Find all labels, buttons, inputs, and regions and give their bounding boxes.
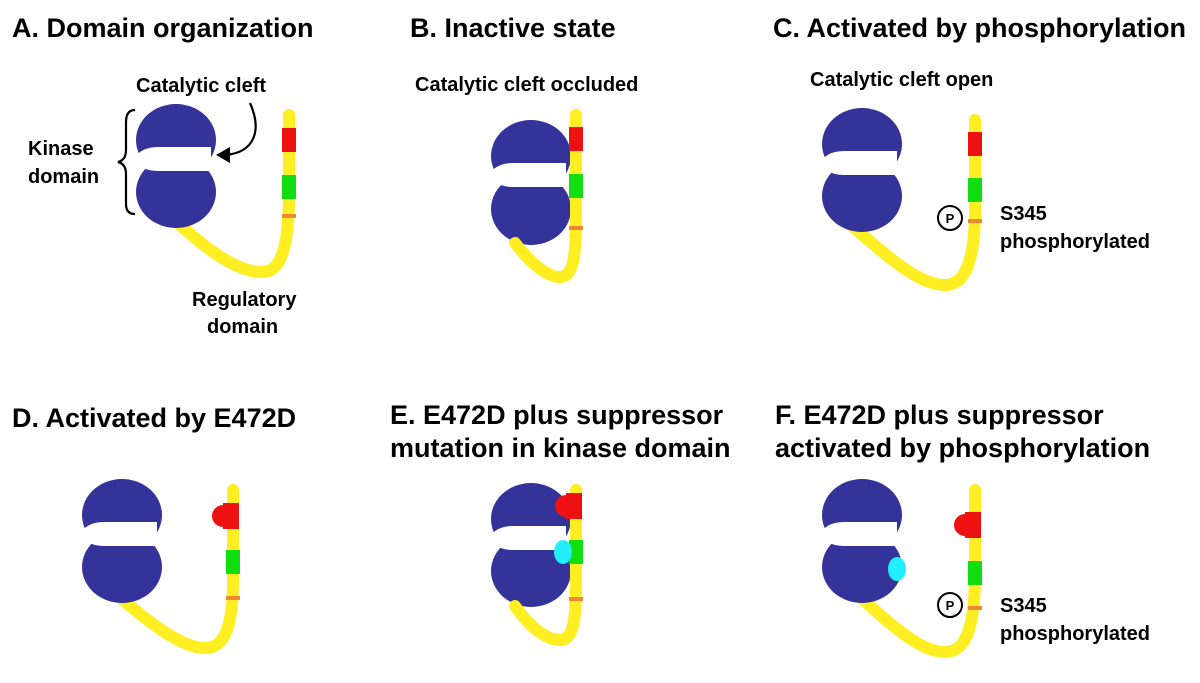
panel-f: F. E472D plus suppressor activated by ph…	[775, 400, 1150, 659]
green-segment	[968, 561, 982, 585]
s345-site	[968, 606, 982, 610]
regulatory-domain-label-1: Regulatory	[192, 289, 297, 311]
regulatory-chain	[509, 109, 582, 284]
red-segment	[282, 128, 296, 152]
kinase-domain-brace	[117, 108, 136, 216]
panel-f-title-1: F. E472D plus suppressor	[775, 400, 1104, 430]
regulatory-chain	[836, 484, 981, 659]
panel-b: B. Inactive state Catalytic cleft occlud…	[410, 13, 638, 284]
regulatory-domain-label-2: domain	[207, 316, 278, 338]
regulatory-chain	[156, 109, 295, 279]
green-segment	[968, 178, 982, 202]
phosphate-marker	[937, 205, 963, 231]
kinase-domain-label-2: domain	[28, 166, 99, 188]
panel-b-subtitle: Catalytic cleft occluded	[415, 74, 638, 96]
s345-site	[569, 597, 583, 601]
kinase-domain-closed	[491, 483, 571, 607]
regulatory-chain	[94, 484, 239, 655]
panel-c-title: C. Activated by phosphorylation	[773, 13, 1186, 43]
arrowhead	[216, 147, 230, 163]
kinase-domain-closed	[491, 120, 571, 245]
panel-d-title: D. Activated by E472D	[12, 403, 296, 433]
s345-site	[282, 214, 296, 218]
phosphate-symbol: P	[946, 598, 955, 613]
kinase-domain	[82, 479, 162, 603]
phosphorylated-label: phosphorylated	[1000, 623, 1150, 645]
panel-e: E. E472D plus suppressor mutation in kin…	[390, 400, 731, 647]
phosphate-marker	[937, 592, 963, 618]
green-segment	[569, 174, 583, 198]
red-segment-bound	[212, 503, 239, 529]
catalytic-cleft-label: Catalytic cleft	[136, 75, 266, 97]
regulatory-chain	[834, 114, 981, 292]
panel-a-title: A. Domain organization	[12, 13, 314, 43]
kinase-domain	[822, 479, 902, 603]
s345-site	[569, 226, 583, 230]
suppressor-mutation	[888, 557, 906, 581]
kinase-domain	[136, 104, 216, 228]
phosphate-symbol: P	[946, 211, 955, 226]
red-segment-bound	[954, 512, 981, 538]
panel-e-title-2: mutation in kinase domain	[390, 433, 731, 463]
red-segment	[569, 127, 583, 151]
phosphorylated-label: phosphorylated	[1000, 231, 1150, 253]
suppressor-mutation	[554, 540, 572, 564]
s345-site	[226, 596, 240, 600]
panel-f-title-2: activated by phosphorylation	[775, 433, 1150, 463]
panel-c: C. Activated by phosphorylation Catalyti…	[773, 13, 1186, 292]
panel-c-subtitle: Catalytic cleft open	[810, 69, 993, 91]
panel-e-title-1: E. E472D plus suppressor	[390, 400, 724, 430]
cleft-pointer-arrow	[225, 102, 257, 157]
green-segment	[569, 540, 583, 564]
green-segment	[226, 550, 240, 574]
panel-d: D. Activated by E472D	[12, 403, 296, 655]
panel-a: A. Domain organization Catalytic cleft K…	[12, 13, 314, 338]
red-segment	[968, 132, 982, 156]
kinase-domain	[822, 108, 902, 232]
panel-b-title: B. Inactive state	[410, 13, 616, 43]
kinase-domain-label-1: Kinase	[28, 138, 94, 160]
red-segment-bound	[555, 493, 582, 519]
green-segment	[282, 175, 296, 199]
s345-label: S345	[1000, 203, 1047, 225]
s345-label: S345	[1000, 595, 1047, 617]
s345-site	[968, 219, 982, 223]
